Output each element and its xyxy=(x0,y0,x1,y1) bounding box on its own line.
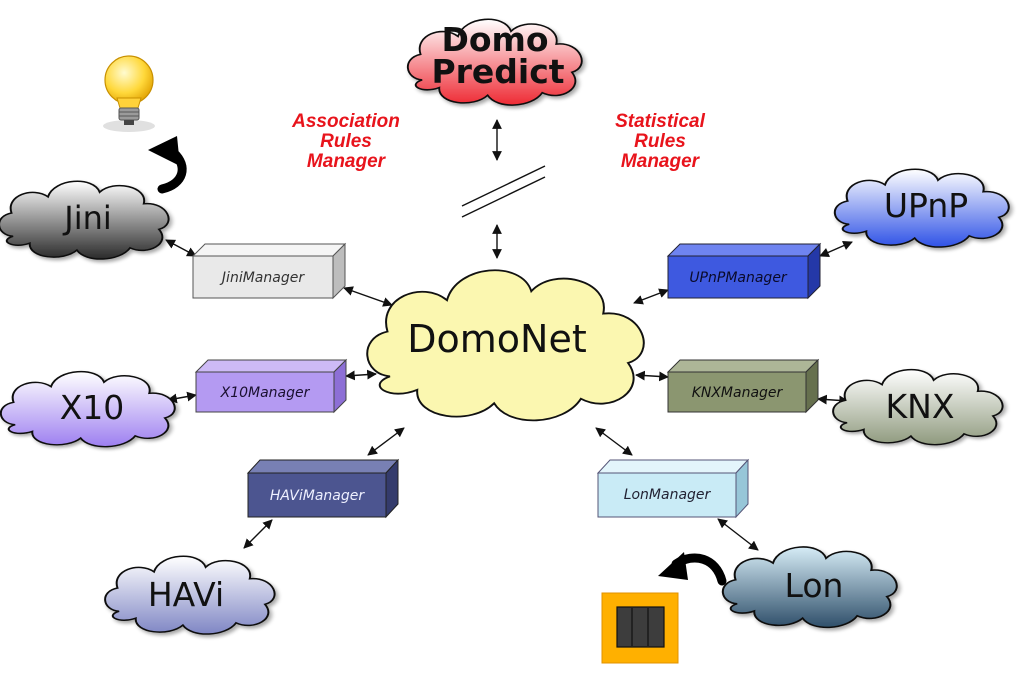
association-word: Association xyxy=(291,111,400,132)
break-mark-1 xyxy=(461,165,546,207)
connector-jinimanager-domonet xyxy=(343,286,393,307)
association-rules-word: Rules xyxy=(320,131,372,152)
domo-predict-line2: Predict xyxy=(431,52,564,91)
knx-manager-box: KNXManager xyxy=(666,358,820,414)
domonet-cloud xyxy=(366,269,645,422)
knx-cloud xyxy=(832,368,1004,446)
connector-upnp-manager xyxy=(819,241,853,257)
lon-cloud xyxy=(721,546,898,629)
wall-switch-icon xyxy=(601,592,679,664)
break-mark-2 xyxy=(461,176,546,218)
domo-predict-line1: Domo xyxy=(441,20,548,59)
connector-x10-manager xyxy=(167,391,197,404)
connector-knxmanager-domonet xyxy=(635,370,669,382)
x10-cloud xyxy=(0,370,176,448)
connector-jini-manager xyxy=(165,239,197,257)
upnp-manager-label: UPnPManager xyxy=(689,270,788,286)
knx-manager-label: KNXManager xyxy=(692,385,784,401)
curved-arrow-icon xyxy=(658,552,727,586)
upnp-manager-box: UPnPManager xyxy=(666,242,822,300)
havi-manager-box: HAViManager xyxy=(246,458,400,519)
knx-label: KNX xyxy=(886,387,955,426)
connector-havi-manager xyxy=(243,519,273,549)
x10-manager-box: X10Manager xyxy=(194,358,348,414)
jini-label: Jini xyxy=(62,199,112,237)
statistical-rules-word: Rules xyxy=(634,131,686,152)
statistical-word: Statistical xyxy=(615,111,705,132)
havi-cloud xyxy=(104,555,276,635)
connector-lonmanager-domonet xyxy=(595,427,633,456)
upnp-cloud xyxy=(833,168,1010,248)
lon-manager-box: LonManager xyxy=(596,458,750,519)
light-bulb-icon xyxy=(103,55,155,132)
jini-manager-label: JiniManager xyxy=(219,270,305,286)
lon-manager-label: LonManager xyxy=(624,487,712,503)
connector-lon-manager xyxy=(717,518,759,551)
statistical-rules-manager-label: Statistical Rules Manager xyxy=(615,111,705,172)
x10-label: X10 xyxy=(60,388,125,427)
domo-predict-cloud xyxy=(406,18,583,106)
jini-manager-box: JiniManager xyxy=(191,242,347,300)
connector-upnpmanager-domonet xyxy=(633,288,669,305)
jini-cloud xyxy=(0,180,170,260)
upnp-label: UPnP xyxy=(884,186,968,225)
statistical-manager-word: Manager xyxy=(621,151,701,172)
havi-label: HAVi xyxy=(148,575,224,614)
association-manager-word: Manager xyxy=(307,151,387,172)
curved-arrow-icon xyxy=(148,136,187,194)
connector-x10manager-domonet xyxy=(345,369,377,381)
association-rules-manager-label: Association Rules Manager xyxy=(291,111,400,172)
connector-havimanager-domonet xyxy=(367,427,405,456)
x10-manager-label: X10Manager xyxy=(220,385,311,401)
connectors xyxy=(165,119,853,551)
havi-manager-label: HAViManager xyxy=(270,488,365,504)
lon-label: Lon xyxy=(785,566,844,605)
domonet-label: DomoNet xyxy=(407,317,586,361)
